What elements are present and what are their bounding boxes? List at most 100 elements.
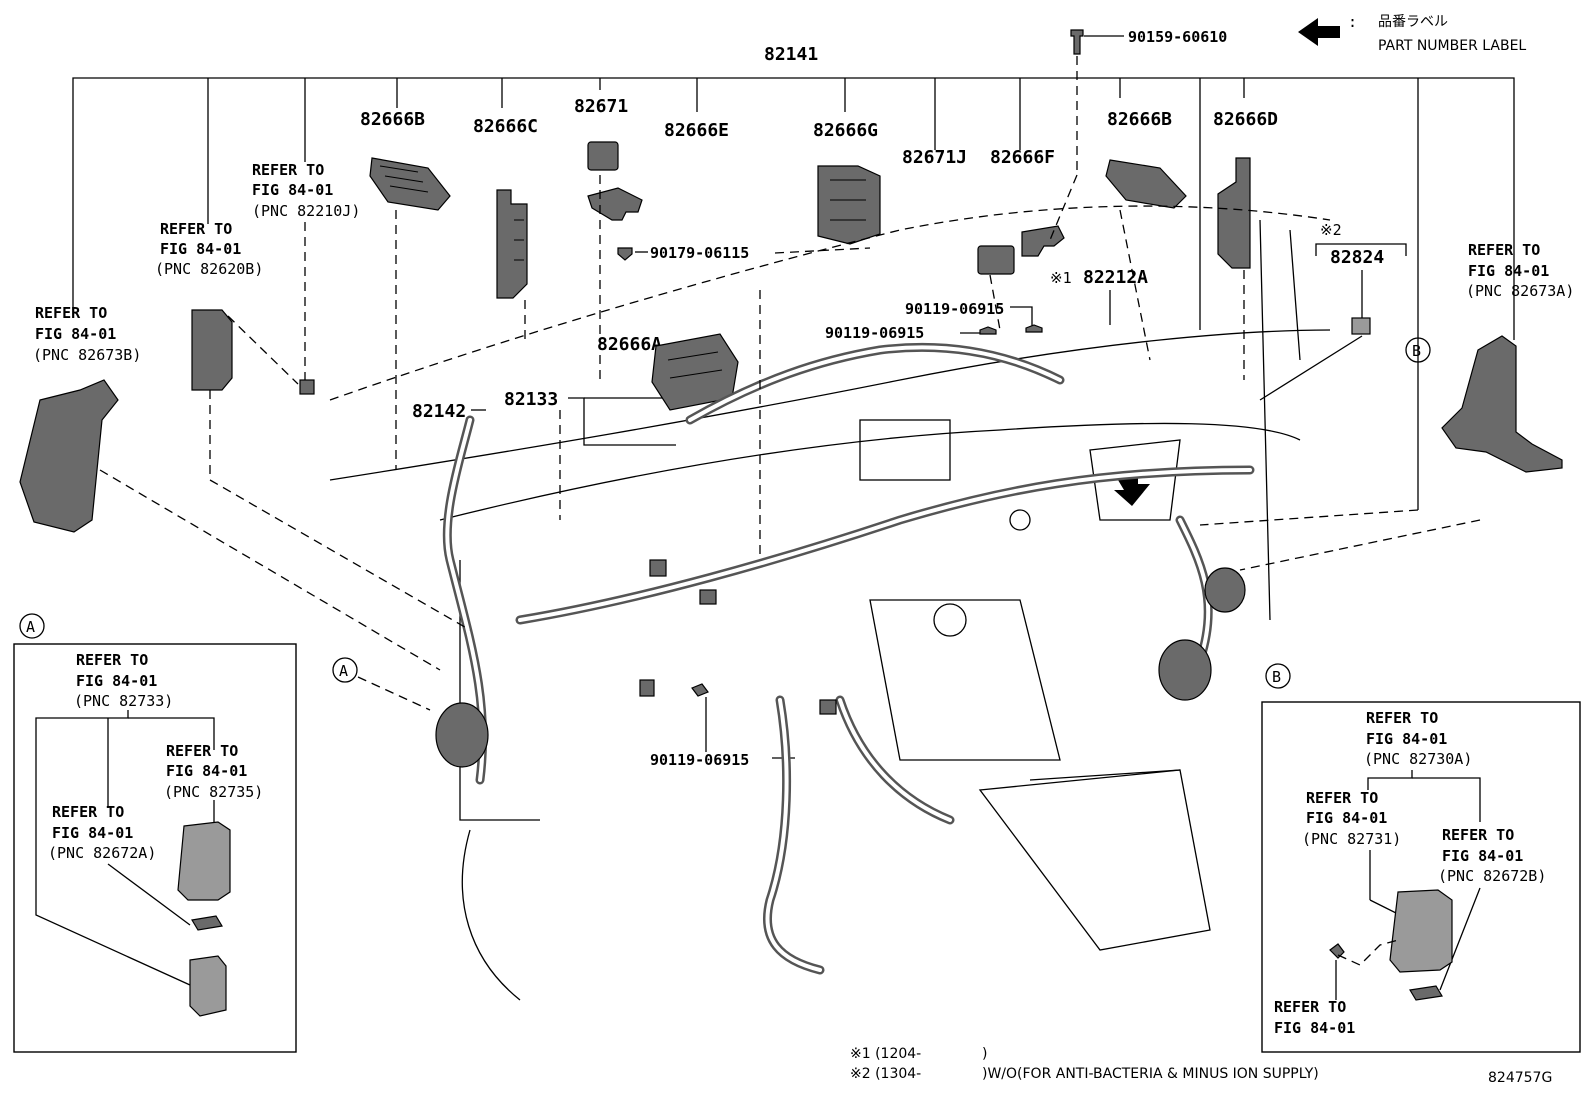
svg-text:B: B [1272, 668, 1281, 686]
svg-text:FIG 84-01: FIG 84-01 [1442, 847, 1523, 865]
bolt-90119-b[interactable]: 90119-06915 [825, 324, 924, 342]
bolt-90119-c-group[interactable]: 90119-06915 [650, 683, 795, 769]
bracket-82672A[interactable] [191, 915, 223, 931]
refer-82672B[interactable]: REFER TO FIG 84-01 (PNC 82672B) [1438, 826, 1546, 885]
svg-text:): ) [982, 1046, 987, 1062]
callout-B-top[interactable]: B [1405, 337, 1431, 363]
clip-icon [1070, 29, 1084, 55]
refer-82210J[interactable]: REFER TO FIG 84-01 (PNC 82210J) [252, 161, 360, 380]
connector-82666D[interactable] [1217, 157, 1251, 269]
bracket-82673B[interactable] [19, 379, 119, 533]
part-number-label-legend: : 品番ラベル PART NUMBER LABEL [1298, 13, 1526, 54]
refer-82731[interactable]: REFER TO FIG 84-01 (PNC 82731) [1302, 789, 1401, 848]
refer-fig-84-01-B[interactable]: REFER TO FIG 84-01 [1274, 998, 1355, 1037]
part-82824-group[interactable]: ※2 82824 [1315, 221, 1407, 335]
svg-text:REFER TO: REFER TO [76, 651, 148, 669]
connector-82671J[interactable] [977, 245, 1015, 275]
bolt-90119-a[interactable]: 90119-06915 [905, 300, 1004, 318]
svg-text:(PNC 82620B): (PNC 82620B) [155, 260, 263, 278]
refer-82620B[interactable]: REFER TO FIG 84-01 (PNC 82620B) [155, 220, 263, 278]
footnotes: ※1 (1204- ) ※2 (1304- )W/O(FOR ANTI-BACT… [850, 1046, 1552, 1086]
bolt-icon [1329, 943, 1345, 959]
bolt-icon [979, 324, 1043, 335]
svg-text:REFER TO: REFER TO [252, 161, 324, 179]
footnote-2: ※2 (1304- [850, 1066, 921, 1082]
svg-text:FIG 84-01: FIG 84-01 [1306, 809, 1387, 827]
svg-text:※2: ※2 [1320, 221, 1342, 239]
svg-text:(PNC 82730A): (PNC 82730A) [1364, 750, 1472, 768]
svg-text:90179-06115: 90179-06115 [650, 244, 749, 262]
svg-text:90119-06915: 90119-06915 [650, 751, 749, 769]
svg-text:REFER TO: REFER TO [160, 220, 232, 238]
svg-text:REFER TO: REFER TO [1442, 826, 1514, 844]
svg-text:FIG 84-01: FIG 84-01 [252, 181, 333, 199]
part-82666F[interactable]: 82666F [990, 147, 1055, 168]
relay-82620B[interactable] [191, 309, 233, 391]
callout-B-lower[interactable]: B [1265, 663, 1291, 689]
part-82666C[interactable]: 82666C [473, 116, 538, 137]
connector-icon [1351, 317, 1371, 335]
label-en: PART NUMBER LABEL [1378, 38, 1526, 54]
part-82142[interactable]: 82142 [412, 401, 466, 422]
part-82133[interactable]: 82133 [504, 389, 558, 410]
connector-82666G[interactable] [817, 165, 881, 245]
ecu-module-B[interactable] [1389, 889, 1453, 973]
refer-82672A[interactable]: REFER TO FIG 84-01 (PNC 82672A) [48, 803, 156, 862]
inset-B: REFER TO FIG 84-01 (PNC 82730A) REFER TO… [1261, 701, 1581, 1053]
part-82666G[interactable]: 82666G [813, 120, 878, 141]
bolt-icon [691, 683, 709, 697]
bracket-82672B[interactable] [1409, 985, 1443, 1001]
clip-90159[interactable]: 90159-60610 [1070, 28, 1227, 175]
svg-text:(PNC 82672B): (PNC 82672B) [1438, 867, 1546, 885]
arrow-left-icon [1298, 18, 1340, 46]
leader-lines [99, 174, 1481, 671]
connector-82210J[interactable] [299, 379, 315, 395]
inset-A-label: A [26, 618, 35, 636]
part-82671[interactable]: 82671 [574, 96, 628, 117]
ecu-module[interactable] [177, 821, 231, 901]
inset-A: A REFER TO FIG 84-01 (PNC 82733) REFER T… [13, 613, 297, 1053]
refer-82730A[interactable]: REFER TO FIG 84-01 (PNC 82730A) [1364, 709, 1472, 768]
arrow-down-icon [1114, 474, 1150, 506]
connector-82666E[interactable] [587, 187, 643, 221]
svg-text:REFER TO: REFER TO [1306, 789, 1378, 807]
part-82666D[interactable]: 82666D [1213, 109, 1278, 130]
connector-82671[interactable] [587, 141, 619, 171]
part-82141[interactable]: 82141 [764, 44, 818, 65]
refer-82673A[interactable]: REFER TO FIG 84-01 (PNC 82673A) [1466, 241, 1574, 300]
callout-A-main[interactable]: A [332, 657, 431, 711]
svg-text:(PNC 82733): (PNC 82733) [74, 692, 173, 710]
svg-text:)W/O(FOR ANTI-BACTERIA & MINUS: )W/O(FOR ANTI-BACTERIA & MINUS ION SUPPL… [982, 1066, 1319, 1082]
part-82671J[interactable]: 82671J [902, 147, 967, 168]
connector-82666C[interactable] [496, 189, 528, 299]
connector-82666B-right[interactable] [1105, 159, 1187, 209]
svg-text:FIG 84-01: FIG 84-01 [35, 325, 116, 343]
figure-id: 824757G [1488, 1070, 1552, 1086]
refer-82735[interactable]: REFER TO FIG 84-01 (PNC 82735) [164, 742, 263, 801]
svg-text:FIG 84-01: FIG 84-01 [1274, 1019, 1355, 1037]
svg-text:FIG 84-01: FIG 84-01 [160, 240, 241, 258]
refer-82673B[interactable]: REFER TO FIG 84-01 (PNC 82673B) [33, 304, 141, 364]
svg-text:※1: ※1 [1050, 269, 1072, 287]
connector-82666F[interactable] [1021, 225, 1065, 257]
part-82212A[interactable]: 82212A [1083, 267, 1148, 288]
label-jp: 品番ラベル [1378, 14, 1448, 30]
connector-82735[interactable] [189, 955, 227, 1017]
bracket-82673A[interactable] [1441, 335, 1563, 473]
svg-text:(PNC 82735): (PNC 82735) [164, 783, 263, 801]
svg-text:A: A [339, 662, 348, 680]
part-82666B-right[interactable]: 82666B [1107, 109, 1172, 130]
part-82666B-left[interactable]: 82666B [360, 109, 425, 130]
svg-text::: : [1348, 13, 1357, 31]
svg-text:REFER TO: REFER TO [166, 742, 238, 760]
svg-text:FIG 84-01: FIG 84-01 [166, 762, 247, 780]
svg-text:(PNC 82673B): (PNC 82673B) [33, 346, 141, 364]
svg-text:FIG 84-01: FIG 84-01 [52, 824, 133, 842]
refer-82733[interactable]: REFER TO FIG 84-01 (PNC 82733) [74, 651, 173, 710]
part-82666A[interactable]: 82666A [597, 334, 662, 355]
svg-text:REFER TO: REFER TO [1274, 998, 1346, 1016]
svg-text:FIG 84-01: FIG 84-01 [1366, 730, 1447, 748]
part-82666E[interactable]: 82666E [664, 120, 729, 141]
connector-82666B-left[interactable] [369, 157, 451, 211]
